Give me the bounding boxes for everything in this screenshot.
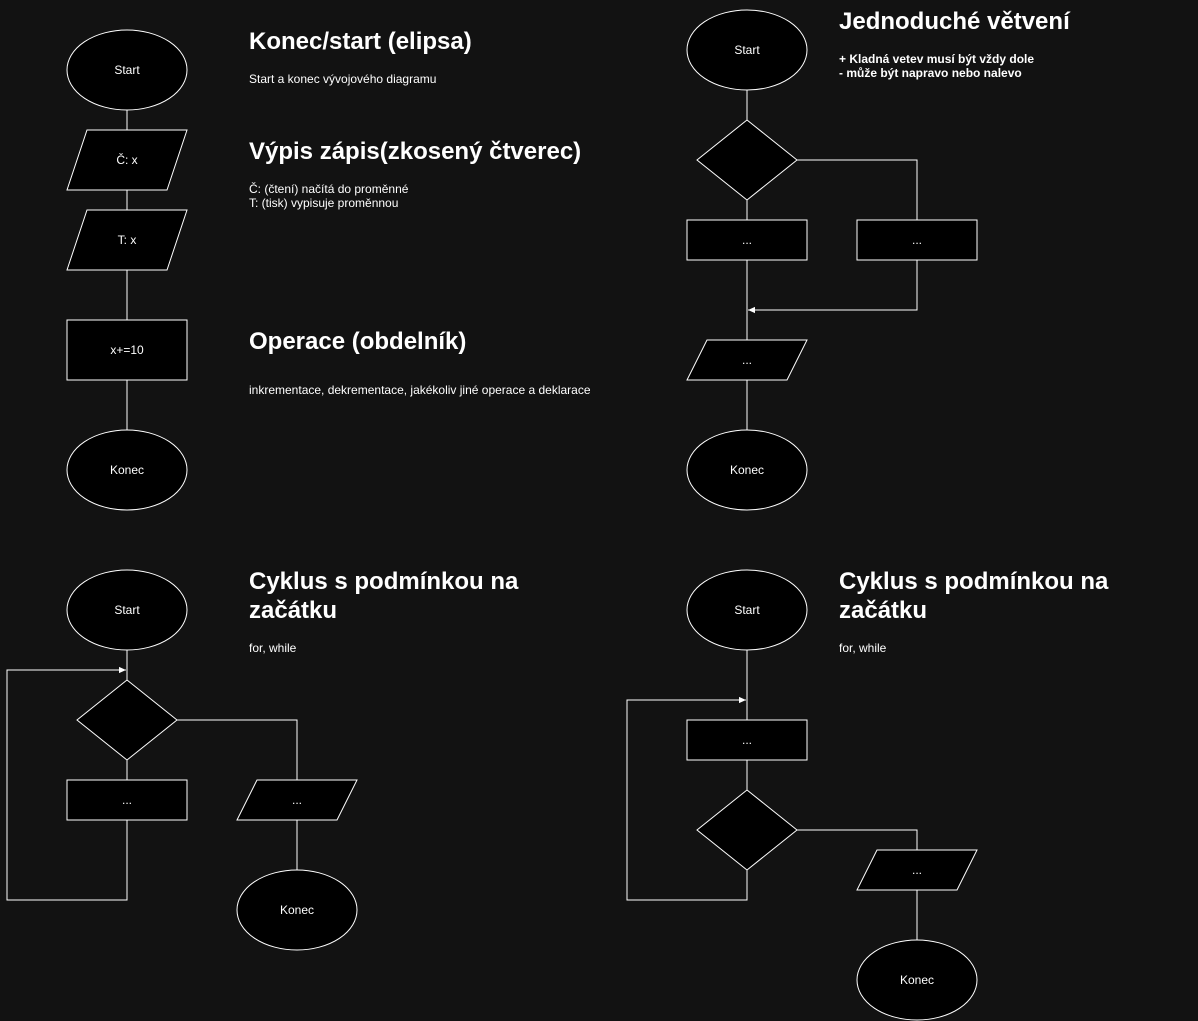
start-terminal — [686, 569, 808, 651]
loop-condition-decision — [76, 679, 178, 761]
loop-start-description: for, while — [249, 641, 297, 655]
end-terminal-label: Konec — [730, 463, 764, 477]
start-terminal-label: Start — [734, 43, 760, 57]
end-terminal-label: Konec — [900, 973, 934, 987]
output-io-shape — [236, 779, 358, 821]
loop-end-title-line-2: začátku — [839, 597, 927, 624]
loop-end-description: for, while — [839, 641, 887, 655]
branch-right-process — [856, 219, 978, 261]
loop-end-title-line-1: Cyklus s podmínkou na — [839, 568, 1109, 595]
start-terminal — [686, 9, 808, 91]
end-terminal-label: Konec — [110, 463, 144, 477]
loop-body-process — [66, 779, 188, 821]
end-terminal — [236, 869, 358, 951]
connector — [797, 159, 918, 220]
operation-legend-description: inkrementace, dekrementace, jakékoliv ji… — [249, 383, 591, 397]
read-io-label: Č: x — [116, 152, 137, 167]
print-io-shape — [66, 209, 188, 271]
condition-decision — [696, 119, 798, 201]
start-terminal — [66, 569, 188, 651]
merge-arrow — [748, 260, 918, 314]
operation-legend-title: Operace (obdelník) — [249, 328, 466, 355]
loop-start-title-line-2: začátku — [249, 597, 337, 624]
branch-left-process — [686, 219, 808, 261]
loop-body-label: ... — [122, 793, 132, 807]
start-terminal-label: Start — [114, 603, 140, 617]
loop-back-arrow — [626, 696, 748, 901]
start-terminal — [66, 29, 188, 111]
connector — [797, 829, 918, 850]
loop-condition-decision — [696, 789, 798, 871]
end-terminal — [686, 429, 808, 511]
operation-process-label: x+=10 — [110, 343, 144, 357]
loop-body-label: ... — [742, 733, 752, 747]
output-io-label: ... — [292, 793, 302, 807]
operation-process — [66, 319, 188, 381]
end-terminal — [66, 429, 188, 511]
connector — [177, 719, 298, 780]
branch-right-label: ... — [912, 233, 922, 247]
read-io-shape — [66, 129, 188, 191]
branching-note-2: - může být napravo nebo nalevo — [839, 66, 1022, 80]
branch-left-label: ... — [742, 233, 752, 247]
output-io-shape — [856, 849, 978, 891]
loop-body-process — [686, 719, 808, 761]
start-terminal-label: Start — [114, 63, 140, 77]
output-io-shape — [686, 339, 808, 381]
io-legend-title: Výpis zápis(zkosený čtverec) — [249, 138, 581, 165]
legend-annotations: Konec/start (elipsa) Start a konec vývoj… — [249, 28, 591, 397]
loop-start-title-line-1: Cyklus s podmínkou na — [249, 568, 519, 595]
loop-back-arrow — [6, 666, 128, 901]
print-io-label: T: x — [118, 233, 137, 247]
io-legend-line-1: Č: (čtení) načítá do proměnné — [249, 181, 409, 196]
io-legend-line-2: T: (tisk) vypisuje proměnnou — [249, 196, 398, 210]
output-io-label: ... — [912, 863, 922, 877]
branching-title: Jednoduché větvení — [839, 8, 1071, 35]
end-terminal — [856, 939, 978, 1021]
start-terminal-label: Start — [734, 603, 760, 617]
loop-end-diagram: Start ... ... Konec Cyklus s podmínkou n… — [626, 568, 1109, 1021]
branching-note-1: + Kladná vetev musí být vždy dole — [839, 52, 1034, 66]
terminal-legend-description: Start a konec vývojového diagramu — [249, 72, 436, 86]
branching-diagram: Start ... ... ... Konec Jednoduché větve… — [686, 8, 1071, 511]
loop-start-diagram: Start ... ... Konec Cyklus s podmínkou n… — [6, 568, 519, 951]
terminal-legend-title: Konec/start (elipsa) — [249, 28, 472, 55]
basic-flow-diagram: Start Č: x T: x x+=10 Konec — [66, 29, 188, 511]
end-terminal-label: Konec — [280, 903, 314, 917]
output-io-label: ... — [742, 353, 752, 367]
